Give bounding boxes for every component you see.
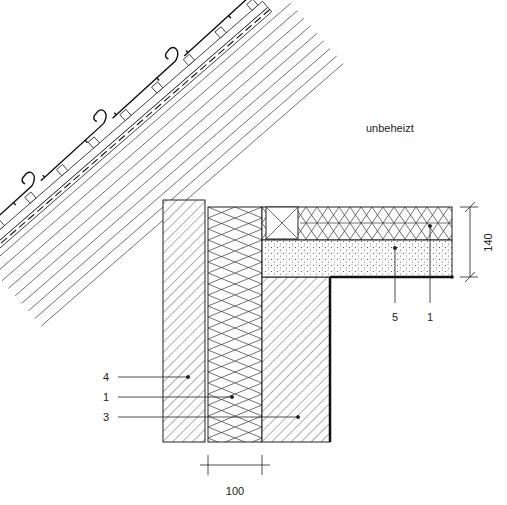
batten	[120, 109, 131, 120]
batten	[152, 82, 163, 93]
batten	[247, 0, 258, 10]
tile-nib	[157, 77, 160, 80]
callout-number: 1	[102, 392, 110, 403]
roof-tile	[0, 170, 40, 243]
ceiling-insulation	[262, 207, 452, 240]
roof-tile	[174, 0, 254, 56]
tile-nib	[85, 140, 88, 143]
batten	[215, 27, 226, 38]
callout-number: 3	[102, 412, 110, 423]
dimension-text: 140	[482, 232, 493, 252]
leader-lines	[118, 224, 432, 418]
callout-number: 4	[102, 372, 110, 383]
dimension-text: 100	[225, 486, 245, 497]
batten	[0, 220, 4, 231]
roof-tile	[31, 108, 111, 181]
batten	[57, 164, 68, 175]
brick-facing	[163, 200, 205, 442]
tile-nib	[228, 15, 231, 18]
callout-number: 5	[391, 312, 399, 323]
callout-number: 1	[426, 312, 434, 323]
zone-note: unbeheizt	[365, 123, 415, 134]
roof-tile	[103, 46, 183, 119]
batten	[88, 137, 99, 148]
timber-joist	[266, 207, 298, 239]
concrete-slab	[262, 240, 452, 277]
wall-insulation	[208, 207, 262, 442]
tile-nib	[13, 202, 16, 205]
batten	[25, 192, 36, 203]
dimension-lines	[200, 202, 478, 475]
